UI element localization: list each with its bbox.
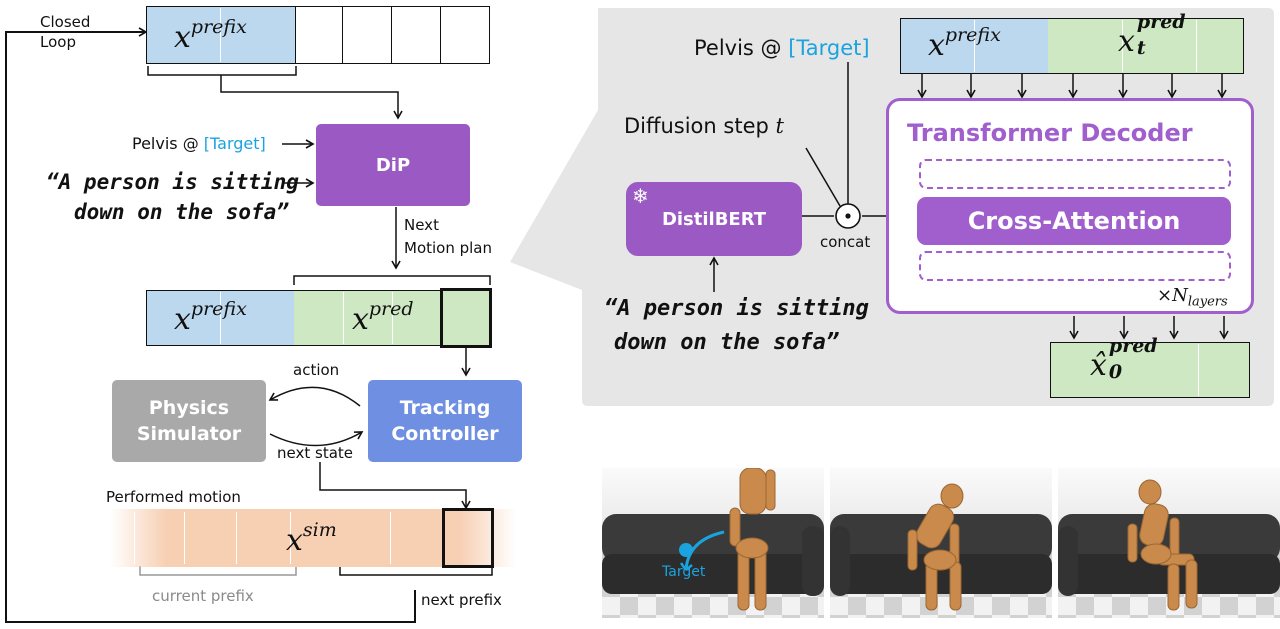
pelvis-target-label-right: Pelvis @ [Target]: [694, 36, 870, 60]
n-layers-label: ×Nlayers: [1157, 285, 1228, 310]
decoder-arrows: [709, 62, 1229, 340]
decoder-layer-dashed-top: [919, 159, 1231, 189]
closed-loop-label: Closed Loop: [40, 13, 91, 51]
x-sim: xsim: [286, 519, 337, 558]
next-state-label: next state: [277, 444, 353, 462]
current-prefix-label: current prefix: [152, 587, 254, 605]
x-pred-mid: xpred: [352, 298, 414, 337]
mannequin-standing: [679, 468, 776, 611]
x-prefix-right: xprefix: [928, 24, 1001, 63]
dip-model-box: DiP: [316, 124, 470, 206]
text-prompt-right-line2: down on the sofa”: [614, 330, 840, 355]
target-marker-label: Target: [662, 564, 706, 580]
text-prompt-right-line1: “A person is sitting: [604, 296, 869, 321]
mannequin-sitting: [1127, 479, 1198, 611]
tracking-controller-label: Tracking Controller: [391, 397, 499, 445]
sim-last-cell: [442, 508, 494, 568]
dip-label: DiP: [375, 154, 411, 176]
transformer-decoder-title: Transformer Decoder: [907, 119, 1193, 147]
text-prompt-left-line1: “A person is sitting: [46, 170, 299, 194]
cross-attention-box: Cross-Attention: [917, 197, 1231, 245]
distilbert-label: DistilBERT: [661, 208, 767, 230]
physics-simulator-label: Physics Simulator: [136, 397, 242, 445]
x-prefix-mid: xprefix: [174, 298, 247, 337]
action-label: action: [293, 361, 340, 379]
transformer-decoder-box: Transformer Decoder Cross-Attention ×Nla…: [886, 98, 1254, 314]
prefix-buffer-top: xprefix: [146, 6, 490, 64]
pelvis-target-label-left: Pelvis @ [Target]: [132, 134, 266, 153]
closed-loop-arrow: [5, 27, 493, 623]
concat-label: concat: [820, 233, 871, 251]
decoder-layer-dashed-bottom: [919, 251, 1231, 281]
cross-attention-label: Cross-Attention: [967, 207, 1181, 235]
x-prefix-top: xprefix: [174, 16, 247, 55]
distilbert-box: ❄ DistilBERT: [626, 182, 802, 256]
next-step-cell: [440, 288, 492, 348]
render-frame-2: [830, 468, 1052, 618]
next-motion-plan-label: Next Motion plan: [404, 216, 493, 257]
render-frame-3: [1058, 468, 1280, 618]
performed-motion-label: Performed motion: [106, 488, 241, 506]
render-frame-1: Target: [602, 468, 824, 618]
mannequin-bending: [907, 483, 964, 611]
prediction-buffer: xprefix xpred: [146, 288, 492, 348]
next-prefix-label: next prefix: [421, 591, 502, 609]
diffusion-step-label: Diffusion step t: [624, 114, 784, 138]
physics-simulator-box: Physics Simulator: [112, 380, 266, 462]
snowflake-icon: ❄: [632, 184, 649, 208]
performed-motion-buffer: xsim: [110, 508, 516, 568]
text-prompt-left-line2: down on the sofa”: [74, 200, 289, 224]
tracking-controller-box: Tracking Controller: [368, 380, 522, 462]
